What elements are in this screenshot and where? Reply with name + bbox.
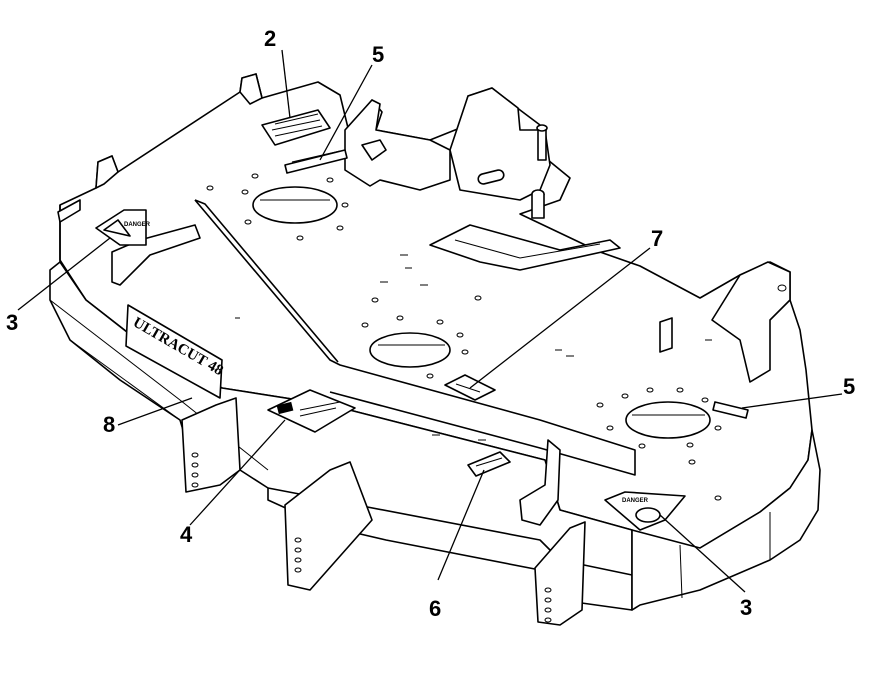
spindle-opening-center [369,332,451,368]
decal-3-danger-right: DANGER [604,491,686,531]
rear-hitch-bracket-right [449,87,551,201]
decal-6-label [467,451,511,477]
deck-right-skirt [631,429,821,611]
front-roller-bracket-3 [534,521,586,626]
rear-right-bracket [711,261,791,383]
callout-5-right: 5 [843,374,856,399]
callout-leaders [17,49,843,593]
decal-2-warning-label [261,109,331,146]
decal-5-strip-rear [284,149,348,174]
decal-4-instruction-label [267,389,356,433]
spindle-opening-left [252,186,338,224]
decal-danger-text-left: DANGER [124,222,151,228]
decal-3-danger-left: DANGER [95,209,151,246]
callout-3-right: 3 [740,595,753,620]
callout-6: 6 [429,596,442,621]
center-plate [429,224,621,271]
callout-2: 2 [264,26,277,51]
callout-7: 7 [651,226,664,251]
spindle-opening-right [625,401,711,439]
rear-hitch-bracket-left [344,99,451,191]
rear-left-ear-a [239,73,263,105]
front-roller-bracket-2 [284,461,373,591]
callout-5-rear: 5 [372,42,385,67]
deck-slots [235,254,712,441]
left-deflector-bracket [111,224,201,286]
baffle-upright [519,439,561,526]
callout-8: 8 [103,412,116,437]
callout-4: 4 [180,522,193,547]
decal-danger-text-right: DANGER [622,498,649,504]
rear-left-ear-b [95,155,119,189]
callout-3-left: 3 [6,310,19,335]
decal-5-strip-right [712,401,749,419]
